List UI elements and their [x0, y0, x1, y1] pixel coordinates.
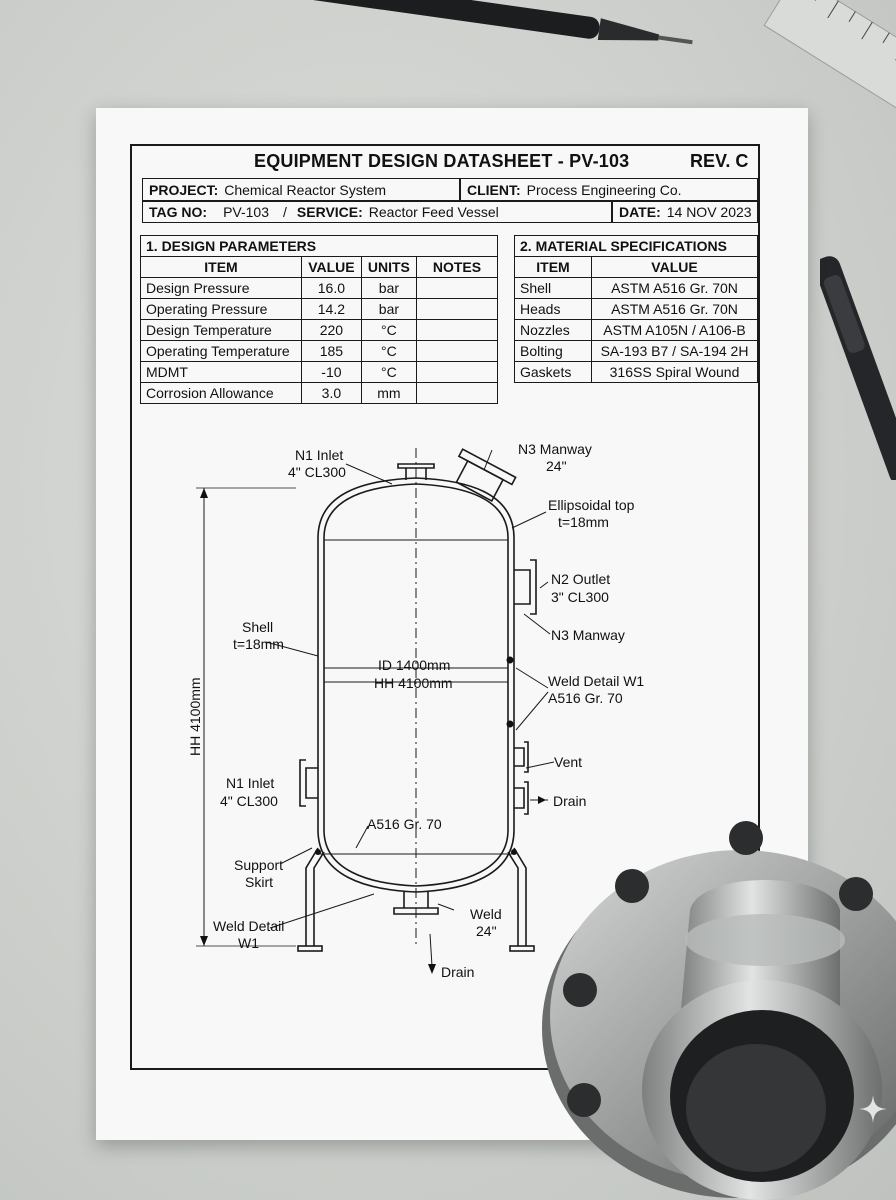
weld-material: A516 Gr. 70 — [548, 690, 623, 706]
design-parameters-caption: 1. DESIGN PARAMETERS — [140, 235, 498, 257]
n1-top-label: N1 Inlet — [295, 447, 343, 463]
n1-top-size: 4" CL300 — [288, 464, 346, 480]
date-label: DATE: — [619, 204, 661, 220]
material-specifications-caption: 2. MATERIAL SPECIFICATIONS — [514, 235, 758, 257]
sparkle-icon — [859, 1095, 887, 1123]
column-header: NOTES — [416, 256, 498, 278]
param-units: °C — [360, 340, 418, 362]
n3-top-size: 24" — [546, 458, 567, 474]
n2-label: N2 Outlet — [551, 571, 610, 587]
material-value: SA-193 B7 / SA-194 2H — [591, 340, 758, 362]
hh-vertical-dimension: HH 4100mm — [187, 677, 203, 756]
head-thickness: t=18mm — [558, 514, 609, 530]
n3-top-label: N3 Manway — [518, 441, 592, 457]
tag-label: TAG NO: — [149, 204, 208, 220]
n3-side-label: N3 Manway — [551, 627, 625, 643]
weld-bottom-size: 24" — [476, 923, 497, 939]
weld-bottom-label: Weld — [470, 906, 502, 922]
weld-detail-number: W1 — [238, 935, 259, 951]
drain-side-label: Drain — [553, 793, 586, 809]
service-value: Reactor Feed Vessel — [368, 204, 499, 220]
material-specifications-table: 2. MATERIAL SPECIFICATIONS ITEM VALUE Sh… — [514, 235, 758, 383]
drawing-frame — [130, 144, 760, 1070]
weld-label: Weld Detail W1 — [548, 673, 644, 689]
drain-nozzle — [514, 781, 529, 815]
tag-service-cell: TAG NO: PV-103 / SERVICE: Reactor Feed V… — [142, 201, 612, 223]
pen-icon — [820, 256, 896, 480]
client-cell: CLIENT: Process Engineering Co. — [460, 178, 758, 201]
a516-low-label: A516 Gr. 70 — [367, 816, 442, 832]
vent-nozzle — [514, 741, 529, 773]
id-dimension: ID 1400mm — [378, 657, 450, 673]
param-item: Operating Pressure — [140, 298, 302, 320]
param-units: mm — [360, 382, 418, 404]
steel-flange-icon — [542, 821, 896, 1200]
date-value: 14 NOV 2023 — [666, 204, 752, 220]
date-cell: DATE: 14 NOV 2023 — [612, 201, 758, 223]
material-value: ASTM A105N / A106-B — [591, 319, 758, 341]
param-units: bar — [360, 277, 418, 299]
param-notes — [416, 382, 498, 404]
param-units: bar — [360, 298, 418, 320]
hh-dimension: HH 4100mm — [374, 675, 453, 691]
n3-manway-nozzle — [455, 448, 517, 503]
design-parameters-table: 1. DESIGN PARAMETERS ITEM VALUE UNITS NO… — [140, 235, 498, 404]
weld-detail-label: Weld Detail — [213, 918, 284, 934]
param-item: Corrosion Allowance — [140, 382, 302, 404]
vent-label: Vent — [554, 754, 582, 770]
service-label: SERVICE: — [296, 204, 363, 220]
shell-thickness: t=18mm — [233, 636, 284, 652]
drain-bottom-label: Drain — [441, 964, 474, 980]
material-value: 316SS Spiral Wound — [591, 361, 758, 383]
n1-low-label: N1 Inlet — [226, 775, 274, 791]
material-item: Gaskets — [514, 361, 592, 383]
param-item: Design Pressure — [140, 277, 302, 299]
project-label: PROJECT: — [149, 181, 219, 198]
shell-label: Shell — [242, 619, 273, 635]
head-label: Ellipsoidal top — [548, 497, 635, 513]
param-units: °C — [360, 319, 418, 341]
revision-label: REV. C — [690, 151, 749, 171]
tag-value: PV-103 — [223, 204, 270, 220]
support-skirt — [305, 847, 527, 946]
pen-icon — [242, 0, 693, 45]
project-cell: PROJECT: Chemical Reactor System — [142, 178, 460, 201]
param-value: 3.0 — [301, 382, 362, 404]
datasheet-title: EQUIPMENT DESIGN DATASHEET - PV-103 — [254, 151, 630, 171]
tag-separator: / — [283, 204, 287, 220]
support-label: Support — [234, 857, 283, 873]
client-value: Process Engineering Co. — [526, 181, 682, 198]
client-label: CLIENT: — [467, 181, 521, 198]
ruler-icon — [763, 0, 896, 130]
n2-size: 3" CL300 — [551, 589, 609, 605]
vessel-shell — [317, 538, 515, 830]
n1-low-nozzle — [299, 759, 318, 807]
project-value: Chemical Reactor System — [224, 181, 387, 198]
skirt-label: Skirt — [245, 874, 273, 890]
n2-outlet-nozzle — [514, 559, 537, 615]
n1-low-size: 4" CL300 — [220, 793, 278, 809]
vessel-drawing: N1 Inlet 4" CL300 N3 Manway 24" Ellipsoi… — [187, 441, 644, 980]
param-units: °C — [360, 361, 418, 383]
